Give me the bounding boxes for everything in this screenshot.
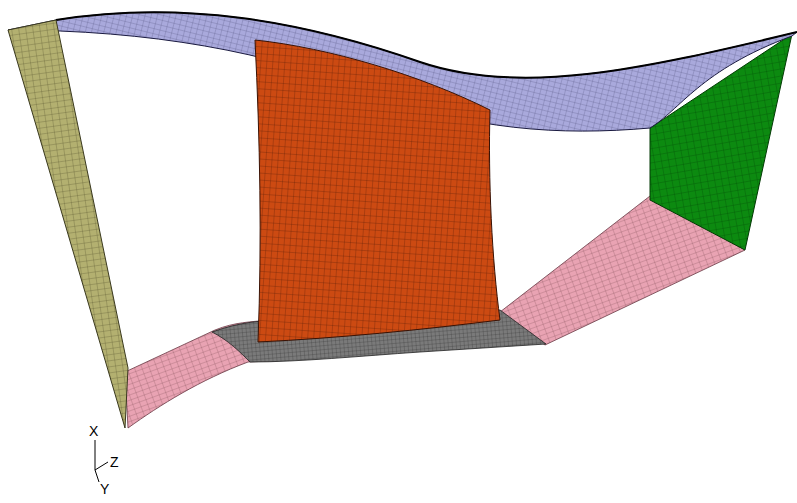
axis-line (95, 462, 108, 470)
axis-label: X (89, 424, 98, 438)
axis-label: Z (110, 455, 119, 469)
axis-line (95, 440, 96, 470)
shroud-edge (56, 12, 797, 78)
blade-surface (255, 40, 500, 342)
inlet-face (8, 20, 128, 428)
axis-label: Y (100, 482, 109, 496)
axis-line (95, 470, 99, 482)
